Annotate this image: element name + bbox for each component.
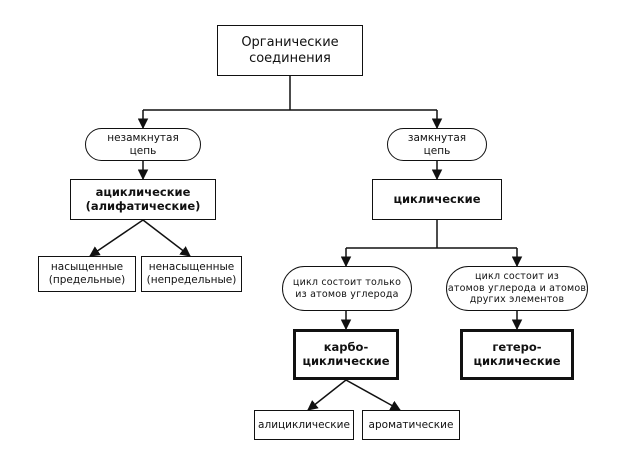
node-saturated-line1: насыщенные [50, 261, 124, 274]
edge-carbo-to-alicyclic [307, 379, 347, 411]
node-hetero-atoms-line1: цикл состоит из [474, 271, 559, 283]
node-carbon-only-cycle: цикл состоит только из атомов углерода [282, 266, 412, 311]
node-heterocyclic-line2: циклические [473, 353, 561, 368]
node-carbon-only-line1: цикл состоит только [292, 277, 402, 289]
edge-acyclic-to-saturated [89, 219, 144, 257]
node-alicyclic: алициклические [254, 410, 354, 440]
node-hetero-atoms-line3: других элементов [469, 294, 565, 306]
node-organic-compounds: Органические соединения [217, 25, 363, 76]
node-hetero-atoms-line2: атомов углерода и атомов [447, 282, 587, 294]
node-acyclic-line2: (алифатические) [85, 198, 201, 213]
node-hetero-atoms-cycle: цикл состоит из атомов углерода и атомов… [446, 266, 588, 311]
node-unsaturated-line2: (непредельные) [146, 274, 237, 286]
node-closed-chain-line1: замкнутая [407, 131, 467, 144]
node-alicyclic-line1: алициклические [258, 418, 350, 431]
node-carbon-only-line2: из атомов углерода [295, 288, 399, 300]
edge-carbo-to-aromatic [345, 379, 401, 411]
node-cyclic-line1: циклические [393, 191, 481, 206]
node-aromatic: ароматические [362, 410, 460, 440]
node-open-chain-line2: цепь [129, 144, 157, 157]
node-carbocyclic-line2: циклические [302, 353, 390, 368]
node-acyclic: ациклические (алифатические) [70, 179, 216, 220]
node-heterocyclic-line1: гетеро- [492, 339, 542, 354]
node-closed-chain-line2: цепь [423, 144, 451, 157]
node-acyclic-line1: ациклические [95, 184, 191, 199]
node-saturated: насыщенные (предельные) [38, 256, 136, 292]
node-unsaturated: ненасыщенные (непредельные) [141, 256, 242, 292]
node-organic-compounds-line1: Органические [241, 34, 339, 50]
node-closed-chain: замкнутая цепь [387, 128, 487, 161]
node-saturated-line2: (предельные) [48, 274, 126, 286]
node-unsaturated-line1: ненасыщенные [148, 261, 235, 274]
node-cyclic: циклические [372, 179, 502, 220]
node-open-chain-line1: незамкнутая [107, 131, 179, 144]
node-open-chain: незамкнутая цепь [85, 128, 201, 161]
node-carbocyclic: карбо- циклические [293, 329, 399, 380]
node-carbocyclic-line1: карбо- [323, 339, 369, 354]
node-aromatic-line1: ароматические [368, 418, 454, 431]
edge-acyclic-to-unsaturated [142, 219, 191, 257]
node-organic-compounds-line2: соединения [249, 50, 331, 66]
node-heterocyclic: гетеро- циклические [460, 329, 574, 380]
